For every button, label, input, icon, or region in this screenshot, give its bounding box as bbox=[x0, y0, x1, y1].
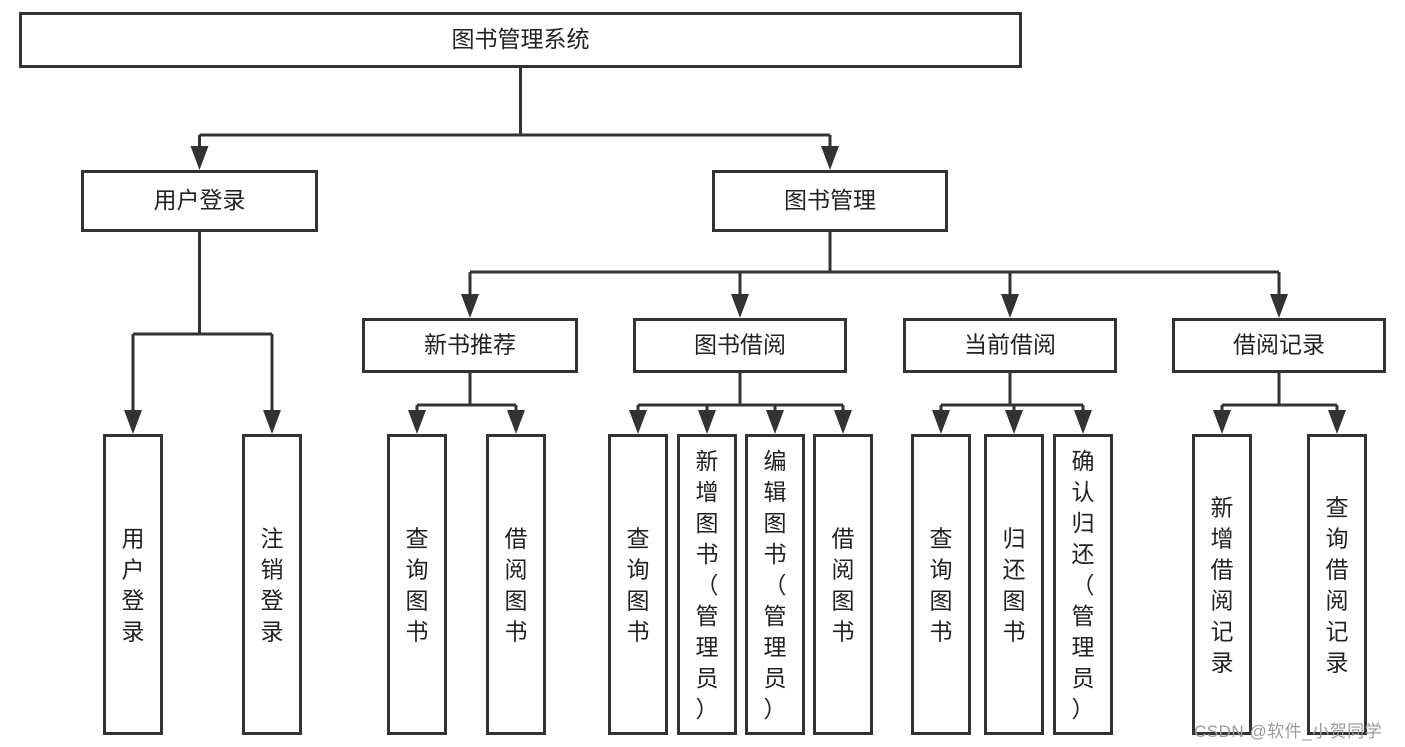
node-layer: 图书管理系统用户登录图书管理新书推荐图书借阅当前借阅借阅记录用户登录注销登录查询… bbox=[19, 12, 1386, 735]
node-label-user-login: 用户登录 bbox=[154, 187, 246, 213]
node-box-user-login bbox=[81, 170, 318, 232]
node-label-leaf-logout-login: 注销登录 bbox=[261, 526, 284, 645]
connector-arrow-head bbox=[124, 410, 142, 434]
node-label-leaf-query-book-2: 查询图书 bbox=[627, 526, 650, 645]
node-label-book-management: 图书管理 bbox=[784, 187, 876, 213]
connector-arrow-head bbox=[408, 410, 426, 434]
node-box-book-management bbox=[712, 170, 948, 232]
node-box-leaf-edit-book-admin bbox=[745, 434, 805, 735]
node-book-borrow[interactable]: 图书借阅 bbox=[633, 318, 847, 373]
node-box-leaf-add-borrow-record bbox=[1192, 434, 1252, 735]
node-label-root: 图书管理系统 bbox=[452, 26, 590, 52]
connector-arrow-head bbox=[821, 146, 839, 170]
node-leaf-query-book-2[interactable]: 查询图书 bbox=[608, 434, 668, 735]
connector-arrow-head bbox=[698, 410, 716, 434]
node-label-leaf-user-login: 用户登录 bbox=[122, 526, 145, 645]
node-box-leaf-logout-login bbox=[242, 434, 302, 735]
node-new-book-recommend[interactable]: 新书推荐 bbox=[362, 318, 578, 373]
node-leaf-confirm-return-admin[interactable]: 确认归还（管理员） bbox=[1053, 434, 1113, 735]
connector-arrow-head bbox=[507, 410, 525, 434]
node-label-leaf-query-borrow-record: 查询借阅记录 bbox=[1326, 495, 1349, 676]
node-box-leaf-query-book-3 bbox=[911, 434, 971, 735]
node-current-borrow[interactable]: 当前借阅 bbox=[903, 318, 1117, 373]
node-box-leaf-confirm-return-admin bbox=[1053, 434, 1113, 735]
node-box-leaf-query-book-1 bbox=[387, 434, 447, 735]
node-label-new-book-recommend: 新书推荐 bbox=[424, 332, 516, 358]
node-label-current-borrow: 当前借阅 bbox=[964, 332, 1056, 358]
csdn-watermark: CSDN @软件_小贺同学 bbox=[1194, 722, 1383, 741]
node-book-management[interactable]: 图书管理 bbox=[712, 170, 948, 232]
node-box-leaf-add-book-admin bbox=[677, 434, 737, 735]
connector-arrow-head bbox=[766, 410, 784, 434]
connector-arrow-head bbox=[190, 146, 209, 170]
node-box-leaf-query-borrow-record bbox=[1307, 434, 1367, 735]
node-label-leaf-borrow-book-1: 借阅图书 bbox=[505, 526, 528, 645]
node-label-leaf-return-book: 归还图书 bbox=[1003, 526, 1026, 645]
node-leaf-edit-book-admin[interactable]: 编辑图书（管理员） bbox=[745, 434, 805, 735]
node-label-leaf-query-book-1: 查询图书 bbox=[406, 526, 429, 645]
node-box-new-book-recommend bbox=[362, 318, 578, 373]
node-leaf-borrow-book-1[interactable]: 借阅图书 bbox=[486, 434, 546, 735]
node-box-borrow-record bbox=[1172, 318, 1386, 373]
node-user-login[interactable]: 用户登录 bbox=[81, 170, 318, 232]
node-label-leaf-edit-book-admin: 编辑图书（管理员） bbox=[764, 448, 787, 722]
node-label-leaf-add-book-admin: 新增图书（管理员） bbox=[696, 448, 719, 722]
connector-arrow-head bbox=[1005, 410, 1023, 434]
node-root[interactable]: 图书管理系统 bbox=[19, 12, 1022, 68]
connector-arrow-head bbox=[834, 410, 852, 434]
connector-arrow-head bbox=[629, 410, 647, 434]
node-leaf-add-book-admin[interactable]: 新增图书（管理员） bbox=[677, 434, 737, 735]
connector-arrow-head bbox=[263, 410, 281, 434]
node-borrow-record[interactable]: 借阅记录 bbox=[1172, 318, 1386, 373]
node-box-leaf-user-login bbox=[103, 434, 163, 735]
connector-arrow-head bbox=[1074, 410, 1092, 434]
node-box-leaf-borrow-book-1 bbox=[486, 434, 546, 735]
node-box-leaf-borrow-book-2 bbox=[813, 434, 873, 735]
node-box-leaf-query-book-2 bbox=[608, 434, 668, 735]
connector-layer bbox=[124, 68, 1346, 434]
node-leaf-query-book-1[interactable]: 查询图书 bbox=[387, 434, 447, 735]
node-label-book-borrow: 图书借阅 bbox=[694, 332, 786, 358]
node-label-borrow-record: 借阅记录 bbox=[1233, 332, 1325, 358]
node-leaf-user-login[interactable]: 用户登录 bbox=[103, 434, 163, 735]
node-box-leaf-return-book bbox=[984, 434, 1044, 735]
node-label-leaf-borrow-book-2: 借阅图书 bbox=[832, 526, 855, 645]
connector-arrow-head bbox=[731, 294, 749, 318]
node-label-leaf-query-book-3: 查询图书 bbox=[930, 526, 953, 645]
connector-arrow-head bbox=[1328, 410, 1346, 434]
node-label-leaf-add-borrow-record: 新增借阅记录 bbox=[1211, 495, 1234, 676]
node-leaf-logout-login[interactable]: 注销登录 bbox=[242, 434, 302, 735]
connector-arrow-head bbox=[932, 410, 950, 434]
connector-arrow-head bbox=[1270, 294, 1288, 318]
connector-arrow-head bbox=[1213, 410, 1231, 434]
node-leaf-borrow-book-2[interactable]: 借阅图书 bbox=[813, 434, 873, 735]
node-leaf-query-borrow-record[interactable]: 查询借阅记录 bbox=[1307, 434, 1367, 735]
connector-arrow-head bbox=[1001, 294, 1019, 318]
node-leaf-return-book[interactable]: 归还图书 bbox=[984, 434, 1044, 735]
node-leaf-query-book-3[interactable]: 查询图书 bbox=[911, 434, 971, 735]
node-box-current-borrow bbox=[903, 318, 1117, 373]
node-leaf-add-borrow-record[interactable]: 新增借阅记录 bbox=[1192, 434, 1252, 735]
node-label-leaf-confirm-return-admin: 确认归还（管理员） bbox=[1072, 448, 1095, 722]
node-box-book-borrow bbox=[633, 318, 847, 373]
connector-arrow-head bbox=[461, 294, 479, 318]
node-box-root bbox=[19, 12, 1022, 68]
